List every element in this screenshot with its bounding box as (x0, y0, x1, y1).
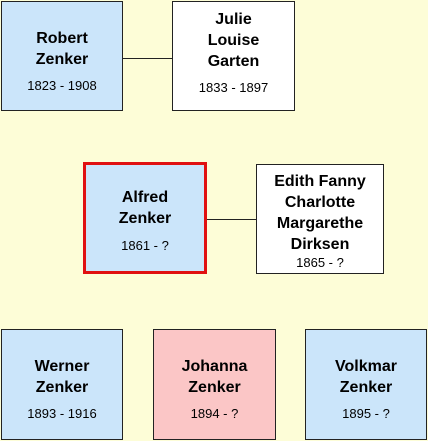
person-box-julie-louise-garten[interactable]: Julie Louise Garten 1833 - 1897 (172, 1, 295, 111)
person-box-volkmar-zenker[interactable]: Volkmar Zenker 1895 - ? (305, 329, 427, 440)
person-box-werner-zenker[interactable]: Werner Zenker 1893 - 1916 (1, 329, 123, 440)
person-dates: 1894 - ? (190, 406, 239, 421)
person-name-line: Garten (207, 53, 260, 70)
person-last-name: Zenker (188, 379, 241, 396)
person-last-name: Zenker (35, 379, 89, 396)
person-dates: 1865 - ? (296, 255, 344, 270)
person-first-name: Alfred (121, 189, 169, 206)
person-box-alfred-zenker[interactable]: Alfred Zenker 1861 - ? (83, 162, 207, 274)
person-first-name: Robert (36, 30, 88, 47)
person-dates: 1833 - 1897 (198, 80, 269, 95)
person-name-line: Dirksen (290, 236, 350, 253)
person-first-name: Johanna (181, 358, 248, 375)
marriage-line-alfred-edith (206, 219, 256, 220)
person-first-name: Volkmar (335, 358, 397, 375)
person-box-edith-dirksen[interactable]: Edith Fanny Charlotte Margarethe Dirksen… (256, 164, 384, 274)
person-last-name: Zenker (118, 210, 172, 227)
person-name-line: Julie (215, 11, 252, 28)
person-name-line: Margarethe (276, 215, 364, 232)
person-name-line: Charlotte (284, 194, 356, 211)
person-last-name: Zenker (339, 379, 393, 396)
person-dates: 1823 - 1908 (27, 78, 97, 93)
person-name-line: Louise (207, 32, 260, 49)
person-name-line: Edith Fanny (274, 173, 366, 190)
person-dates: 1893 - 1916 (27, 406, 97, 421)
marriage-line-robert-julie (123, 58, 172, 59)
person-first-name: Werner (34, 358, 90, 375)
person-dates: 1861 - ? (121, 238, 169, 253)
person-last-name: Zenker (35, 51, 89, 68)
person-dates: 1895 - ? (342, 406, 390, 421)
person-box-robert-zenker[interactable]: Robert Zenker 1823 - 1908 (1, 1, 123, 111)
person-box-johanna-zenker[interactable]: Johanna Zenker 1894 - ? (153, 329, 276, 440)
